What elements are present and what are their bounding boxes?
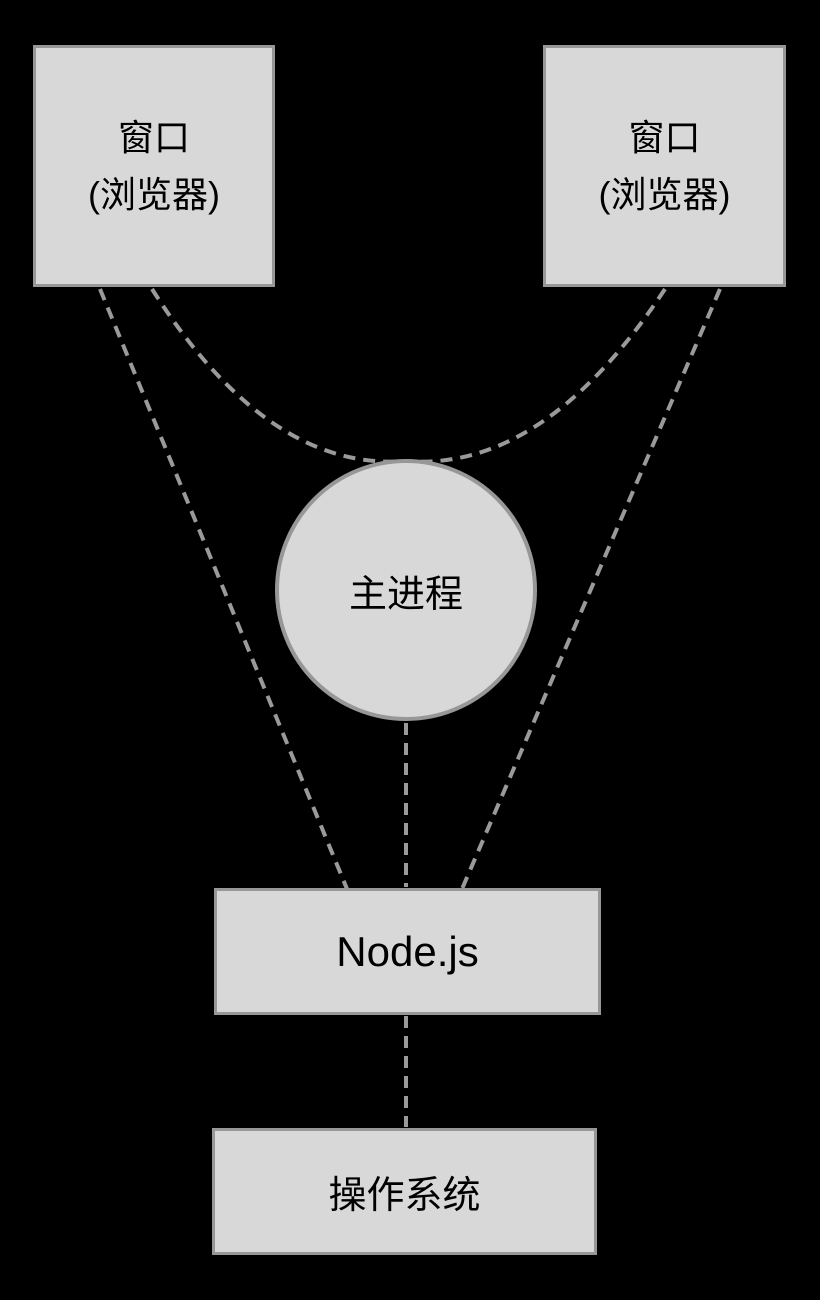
node-main-process: 主进程: [275, 459, 537, 721]
node-window-right-label: 窗口: [628, 117, 701, 158]
connector-window-right-to-main-process: [405, 287, 667, 464]
node-window-left: 窗口 (浏览器): [33, 45, 275, 287]
node-os: 操作系统: [212, 1128, 597, 1255]
connector-window-left-to-main-process: [150, 287, 407, 464]
node-main-process-label: 主进程: [348, 573, 463, 616]
node-nodejs-label: Node.js: [336, 927, 479, 975]
connector-window-left-to-nodejs: [98, 288, 349, 890]
node-nodejs: Node.js: [214, 888, 601, 1015]
node-window-right-sublabel: (浏览器): [598, 174, 731, 215]
connector-window-right-to-nodejs: [460, 288, 722, 890]
node-window-right: 窗口 (浏览器): [543, 45, 786, 287]
node-window-left-label: 窗口: [117, 117, 190, 158]
node-os-label: 操作系统: [328, 1175, 481, 1217]
node-window-left-sublabel: (浏览器): [88, 174, 220, 215]
